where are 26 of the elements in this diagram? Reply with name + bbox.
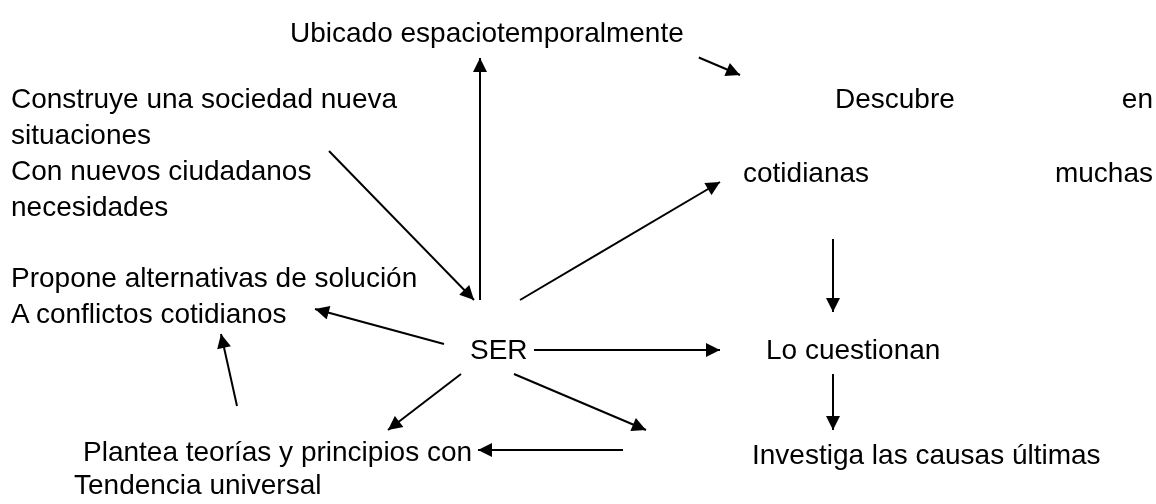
arrow xyxy=(387,373,462,431)
arrow xyxy=(473,57,487,301)
arrow xyxy=(328,150,475,301)
arrow xyxy=(217,333,238,407)
node-text: Lo cuestionan xyxy=(766,333,941,367)
arrow xyxy=(826,373,840,431)
arrow xyxy=(477,443,624,457)
node-text: Con nuevos ciudadanos xyxy=(11,154,312,188)
node-text: Construye una sociedad nueva xyxy=(11,82,398,116)
arrow xyxy=(513,373,647,431)
node-text: Investiga las causas últimas xyxy=(752,438,1101,472)
arrow xyxy=(314,305,445,345)
node-text: A conflictos cotidianos xyxy=(11,297,287,331)
node-text: SER xyxy=(470,333,528,367)
node-text: Descubre en xyxy=(835,82,1153,116)
node-text: Ubicado espaciotemporalmente xyxy=(290,16,684,50)
arrow xyxy=(533,343,721,357)
arrow xyxy=(697,56,741,76)
node-text: Plantea teorías y principios con xyxy=(83,435,473,468)
node-text: Propone alternativas de solución xyxy=(11,261,418,295)
arrow xyxy=(826,238,840,313)
node-text: necesidades xyxy=(11,190,169,224)
arrow xyxy=(519,181,721,301)
node-text: cotidianas muchas xyxy=(743,156,1153,190)
node-text: situaciones xyxy=(11,118,152,152)
node-text: Tendencia universal xyxy=(74,468,322,501)
